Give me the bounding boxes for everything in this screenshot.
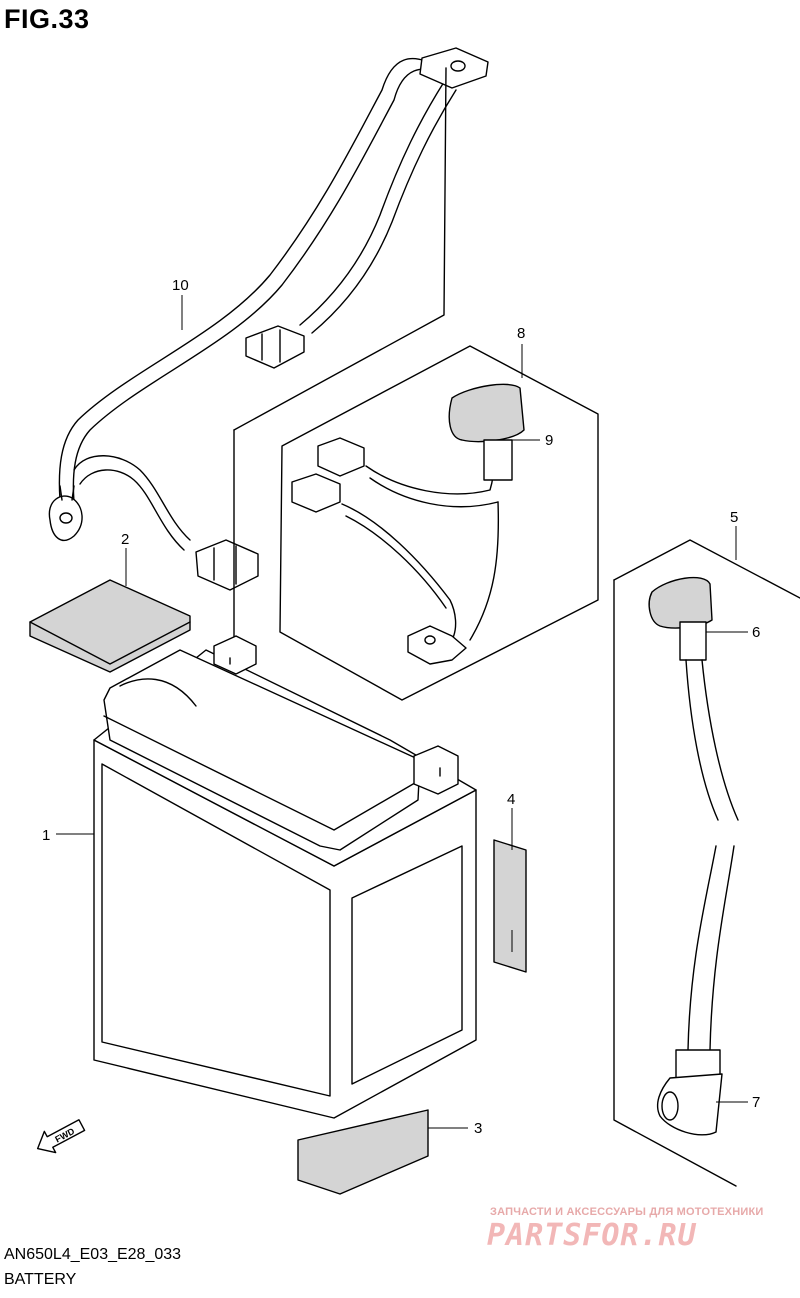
callout-6-label: 6 — [752, 624, 760, 641]
callout-1: 1 — [42, 827, 94, 844]
callout-8-label: 8 — [517, 325, 525, 342]
part-4-label — [493, 808, 527, 973]
part-8-harness-box — [233, 67, 599, 701]
callout-6: 6 — [706, 624, 760, 641]
part-3-label — [297, 1109, 468, 1195]
fwd-arrow-icon: FWD — [36, 1119, 86, 1154]
callout-4: 4 — [507, 791, 515, 808]
callout-3-label: 3 — [474, 1120, 482, 1137]
callout-10: 10 — [172, 277, 189, 330]
callout-2-label: 2 — [121, 531, 129, 548]
callout-5: 5 — [730, 509, 738, 526]
callout-5-label: 5 — [730, 509, 738, 526]
callout-9-label: 9 — [545, 432, 553, 449]
callout-1-label: 1 — [42, 827, 50, 844]
watermark-logo: PARTSFOR.RU — [487, 1218, 697, 1253]
callout-7: 7 — [716, 1094, 760, 1111]
part-5-cable-box — [613, 526, 800, 1187]
callout-10-label: 10 — [172, 277, 189, 294]
model-code: AN650L4_E03_E28_033 — [4, 1246, 182, 1263]
callout-3: 3 — [474, 1120, 482, 1137]
callout-9: 9 — [512, 432, 553, 449]
watermark-tagline: ЗАПЧАСТИ И АКСЕССУАРЫ ДЛЯ МОТОТЕХНИКИ — [490, 1206, 764, 1218]
part-2-pad — [29, 548, 191, 673]
callout-8: 8 — [517, 325, 525, 378]
callout-4-label: 4 — [507, 791, 515, 808]
callout-2: 2 — [121, 531, 129, 548]
part-1-battery — [93, 635, 477, 1119]
section-name: BATTERY — [4, 1271, 77, 1288]
callout-7-label: 7 — [752, 1094, 760, 1111]
part-10-cable — [48, 47, 489, 591]
figure-title: FIG.33 — [4, 4, 90, 34]
